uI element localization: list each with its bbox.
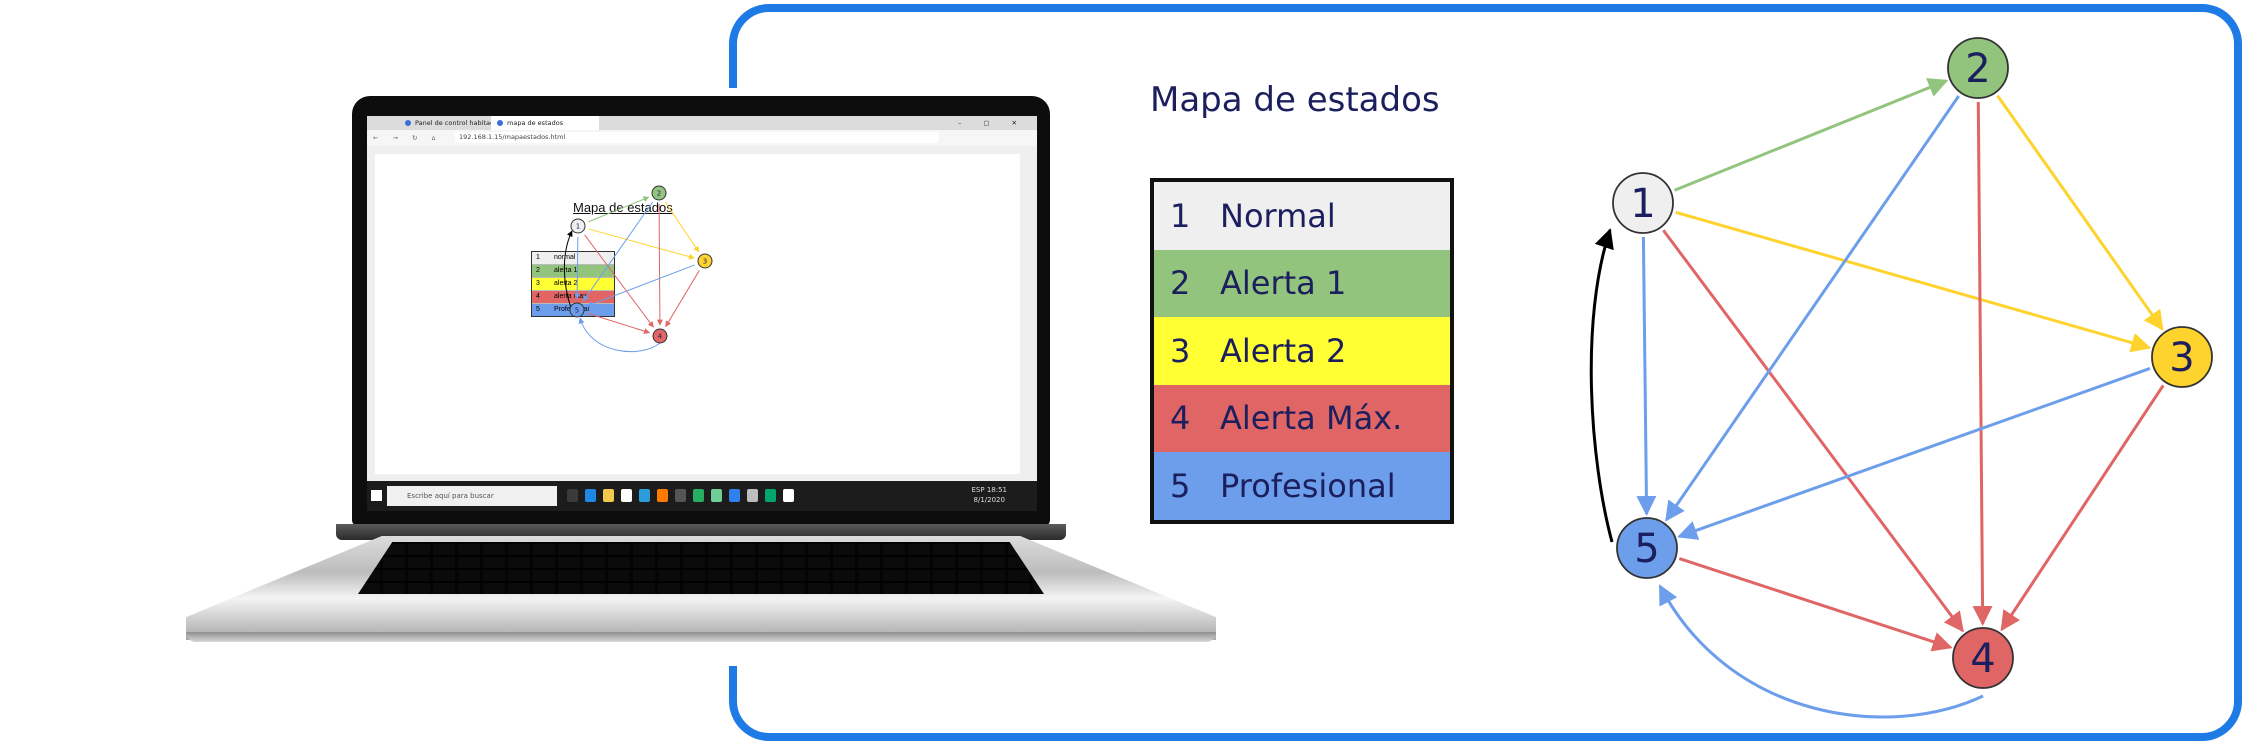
tab-favicon-icon bbox=[405, 120, 411, 126]
state-node-label: 1 bbox=[576, 222, 580, 230]
app-icon[interactable] bbox=[765, 489, 776, 502]
app-icon[interactable] bbox=[675, 489, 686, 502]
edge-1-to-4 bbox=[1662, 229, 1964, 633]
tab-label: mapa de estados bbox=[507, 119, 564, 127]
nav-buttons-icon[interactable]: ← → ↻ ⌂ bbox=[373, 134, 442, 142]
edge-2-to-5 bbox=[1665, 95, 1960, 522]
window-controls[interactable]: – ▢ ✕ bbox=[958, 119, 1027, 127]
edge-1-to-3 bbox=[588, 228, 695, 260]
edge-3-to-4 bbox=[2000, 384, 2165, 632]
taskbar-app-icons bbox=[567, 489, 794, 502]
firefox-icon[interactable] bbox=[657, 489, 668, 502]
edge-1-to-2 bbox=[1673, 78, 1949, 192]
laptop-screen: Panel de control habitacion mapa de esta… bbox=[367, 116, 1037, 511]
state-node-5: 5 bbox=[1616, 517, 1678, 579]
state-node-label: 3 bbox=[703, 257, 707, 265]
state-node-label: 4 bbox=[658, 332, 663, 340]
state-node-2: 2 bbox=[651, 185, 667, 201]
laptop-keyboard bbox=[358, 542, 1044, 594]
state-node-label: 3 bbox=[2169, 335, 2194, 381]
state-node-label: 1 bbox=[1630, 181, 1655, 227]
edge-1-to-2 bbox=[587, 196, 650, 223]
laptop-base-edge bbox=[186, 632, 1216, 642]
mail-icon[interactable] bbox=[639, 489, 650, 502]
app-icon[interactable] bbox=[783, 489, 794, 502]
browser-tabbar: Panel de control habitacion mapa de esta… bbox=[367, 116, 1037, 130]
state-node-label: 5 bbox=[1634, 526, 1659, 572]
tab-label: Panel de control habitacion bbox=[415, 119, 504, 127]
tab-mapa-estados[interactable]: mapa de estados bbox=[491, 116, 599, 130]
app-icon[interactable] bbox=[747, 489, 758, 502]
edge-5-to-1 bbox=[563, 230, 573, 309]
state-graph: 1 2 3 4 5 bbox=[1589, 37, 2213, 719]
edge-3-to-5 bbox=[586, 264, 695, 307]
whatsapp-icon[interactable] bbox=[693, 489, 704, 502]
edge-3-to-5 bbox=[1677, 367, 2151, 540]
state-node-2: 2 bbox=[1947, 37, 2009, 99]
state-node-label: 5 bbox=[575, 306, 579, 314]
address-bar: ← → ↻ ⌂ 192.168.1.15/mapaestados.html bbox=[367, 130, 1037, 147]
state-node-1: 1 bbox=[1612, 172, 1674, 234]
edge-1-to-3 bbox=[1675, 210, 2152, 353]
edge-3-to-4 bbox=[665, 270, 700, 328]
edge-1-to-5 bbox=[574, 236, 581, 300]
taskbar-search-input[interactable]: Escribe aquí para buscar bbox=[387, 486, 557, 506]
edge-2-to-3 bbox=[664, 201, 700, 253]
store-icon[interactable] bbox=[621, 489, 632, 502]
state-node-label: 2 bbox=[1965, 46, 1990, 92]
state-node-5: 5 bbox=[569, 302, 585, 318]
state-node-3: 3 bbox=[697, 253, 713, 269]
state-node-label: 4 bbox=[1970, 636, 1995, 682]
edge-4-to-5 bbox=[578, 317, 661, 353]
clock-lang: ESP bbox=[971, 486, 985, 494]
page-title: Mapa de estados bbox=[1150, 80, 1440, 120]
edge-2-to-4 bbox=[1972, 101, 1993, 627]
task-view-icon[interactable] bbox=[567, 489, 578, 502]
edge-5-to-1 bbox=[1589, 228, 1614, 543]
edge-1-to-4 bbox=[584, 234, 654, 328]
edge-2-to-3 bbox=[1996, 94, 2164, 331]
state-node-3: 3 bbox=[2151, 326, 2213, 388]
url-field[interactable]: 192.168.1.15/mapaestados.html bbox=[455, 132, 939, 143]
state-node-label: 2 bbox=[657, 189, 661, 197]
tab-favicon-icon bbox=[497, 120, 503, 126]
edge-1-to-5 bbox=[1636, 236, 1657, 517]
mini-state-graph: 1 2 3 4 5 bbox=[563, 185, 713, 353]
state-node-1: 1 bbox=[570, 218, 586, 234]
taskbar-clock[interactable]: ESP 18:51 8/1/2020 bbox=[971, 485, 1007, 505]
tab-panel-control[interactable]: Panel de control habitacion bbox=[399, 116, 507, 130]
edge-icon[interactable] bbox=[585, 489, 596, 502]
state-node-4: 4 bbox=[1952, 627, 2014, 689]
windows-taskbar: Escribe aquí para buscar ESP 18:51 8/1 bbox=[367, 481, 1037, 511]
laptop-illustration: Panel de control habitacion mapa de esta… bbox=[186, 96, 1216, 656]
app-icon[interactable] bbox=[729, 489, 740, 502]
clock-time: 18:51 bbox=[986, 486, 1007, 494]
clock-date: 8/1/2020 bbox=[973, 496, 1005, 504]
app-icon[interactable] bbox=[711, 489, 722, 502]
edge-4-to-5 bbox=[1658, 584, 1984, 719]
edge-5-to-4 bbox=[587, 312, 651, 334]
edge-2-to-5 bbox=[582, 201, 654, 302]
state-node-4: 4 bbox=[652, 328, 668, 344]
folder-icon[interactable] bbox=[603, 489, 614, 502]
edge-5-to-4 bbox=[1678, 557, 1953, 652]
windows-start-icon[interactable] bbox=[371, 490, 382, 501]
edge-2-to-4 bbox=[656, 203, 663, 326]
